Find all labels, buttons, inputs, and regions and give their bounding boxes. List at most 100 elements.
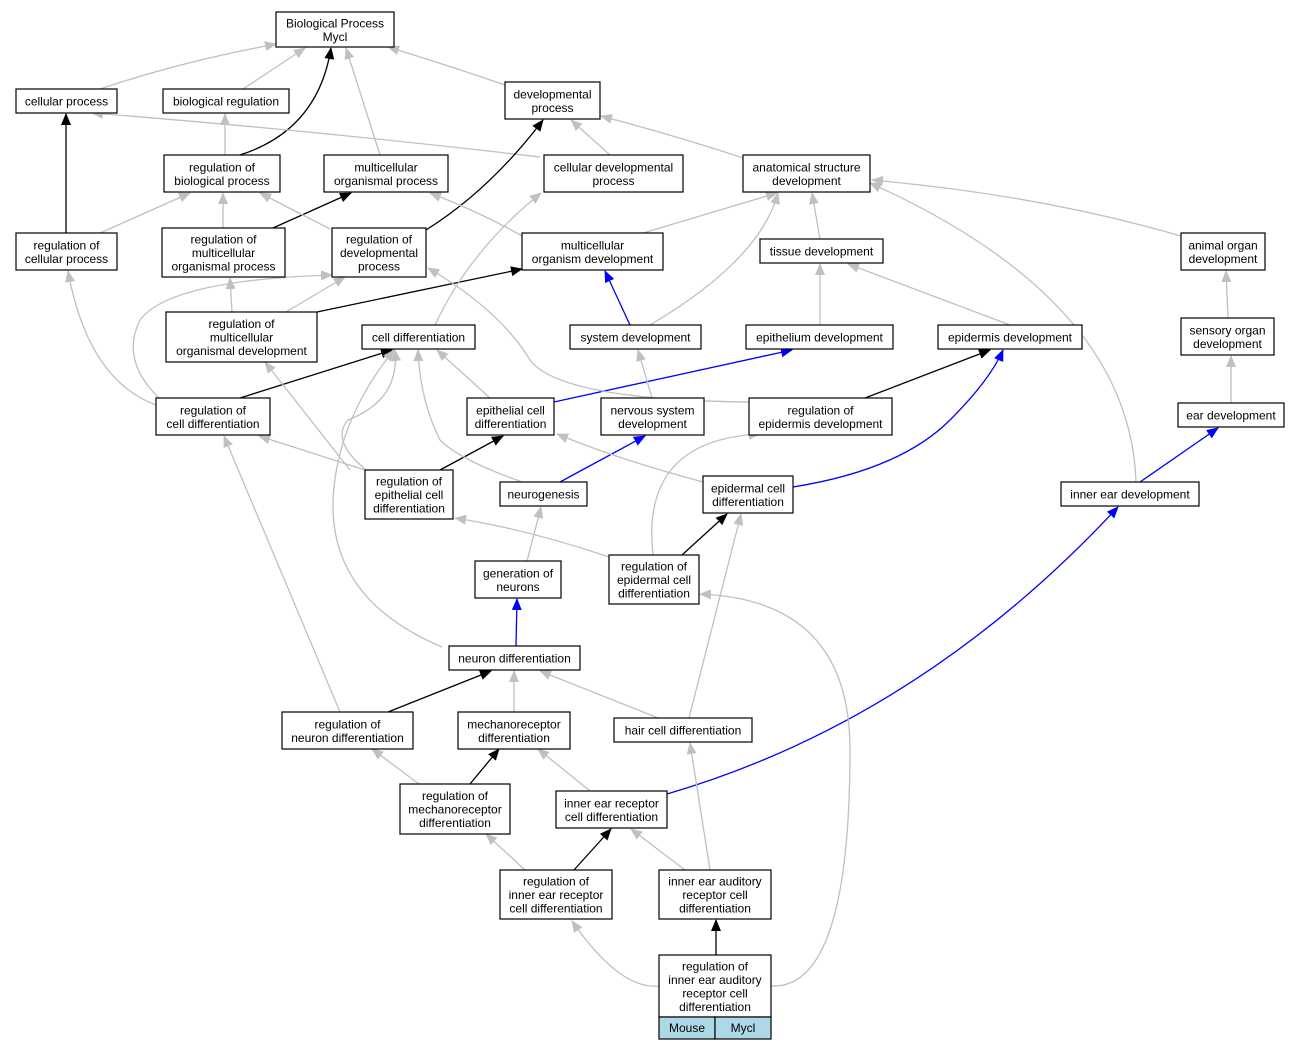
term-label-line: nervous system [610,403,694,417]
term-box [457,711,571,750]
term-box [161,227,286,278]
term-label-line: development [772,174,841,188]
term-box [15,232,118,271]
is-a-edge [285,276,346,313]
term-label-line: regulation of [208,317,275,331]
term-label-line: regulation of [376,475,443,489]
term-label-line: system development [580,331,691,345]
term-box [569,324,702,350]
term-node-epidev[interactable]: epithelium development [745,324,894,350]
term-label-line: epithelial cell [375,488,444,502]
term-box [555,790,668,829]
term-label-line: cell differentiation [565,810,658,824]
term-label-line: process [592,174,634,188]
term-label-line: multicellular [192,246,255,260]
is-a-edge [571,920,660,987]
term-label-line: epithelial cell [476,403,545,417]
term-label-line: receptor cell [682,888,747,902]
term-label-line: regulation of [621,560,688,574]
is-a-edge [91,108,541,158]
term-box [15,88,118,114]
part-of-edge [553,347,793,403]
term-box [448,645,581,671]
term-label-line: cellular developmental [554,160,673,174]
term-label-line: differentiation [679,1000,751,1014]
regulates-edge [439,435,504,471]
term-node-neurdiff[interactable]: neuron differentiation [448,645,581,671]
term-box [466,397,555,436]
regulates-edge [387,670,492,713]
is-a-edge [413,349,523,483]
term-label-line: differentiation [373,502,445,516]
term-label-line: differentiation [712,495,784,509]
term-box [745,324,894,350]
term-box [504,81,601,120]
term-label-line: differentiation [478,731,550,745]
term-label-line: regulation of [422,789,489,803]
term-node-cellproc[interactable]: cellular process [15,88,118,114]
legend-gene: Mycl [714,1016,772,1040]
term-box [937,324,1083,350]
regulates-edge [469,748,500,785]
term-box [742,154,871,193]
term-label-line: inner ear receptor [509,888,604,902]
term-label-line: process [531,101,573,115]
is-a-edge [341,349,402,471]
term-node-neurogen[interactable]: neurogenesis [499,481,588,507]
term-label-line: multicellular [354,160,417,174]
term-node-epiddev[interactable]: epidermis development [937,324,1083,350]
is-a-edge [434,192,542,326]
regulates-edge [425,119,544,231]
is-a-edge [264,361,351,471]
term-label-line: development [618,417,687,431]
term-node-eardev[interactable]: ear development [1177,402,1285,428]
legend-gene-label: Mycl [731,1021,756,1035]
term-box [1180,317,1275,356]
term-node-haircell[interactable]: hair cell differentiation [613,717,753,743]
term-label-line: sensory organ [1189,323,1265,337]
term-label-line: cellular process [25,95,108,109]
term-node-bioreg[interactable]: biological regulation [162,88,290,114]
term-node-sysdev[interactable]: system development [569,324,702,350]
term-node-regmech[interactable]: regulation ofmechanoreceptordifferentiat… [399,783,511,835]
term-node-tissuedev[interactable]: tissue development [759,238,884,264]
is-a-edge [485,833,526,871]
term-label-line: cell differentiation [509,902,602,916]
term-node-innerear[interactable]: inner ear development [1060,481,1200,507]
is-a-edge [387,45,506,86]
term-label-line: organismal process [334,174,438,188]
term-node-celldiff[interactable]: cell differentiation [361,324,476,350]
term-label-line: regulation of [33,238,100,252]
term-box [499,481,588,507]
part-of-edge [1139,427,1219,483]
